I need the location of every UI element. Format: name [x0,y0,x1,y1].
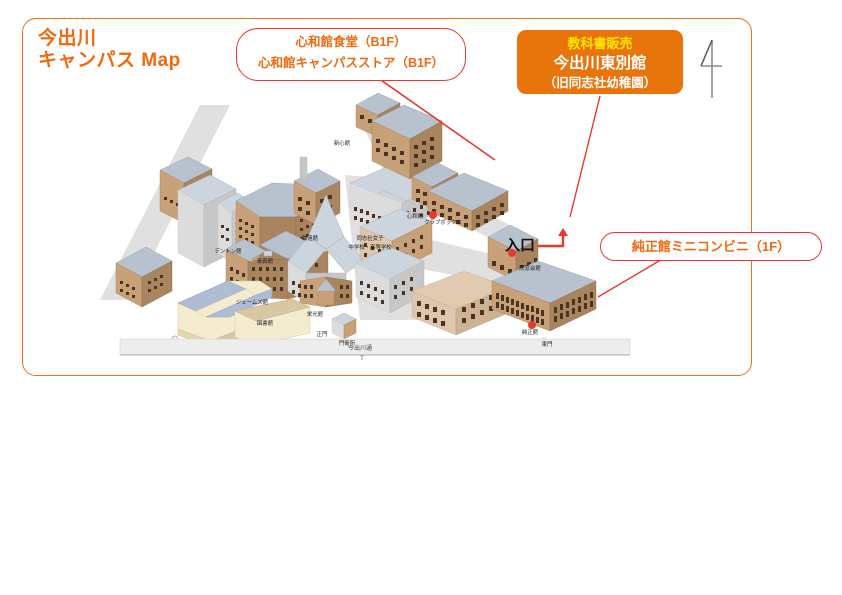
map-label-doshisha-jhs1: 同志社女子 [357,234,385,242]
map-label-main-gate: 正門 [317,331,328,338]
campus-map-illustration: .rf{fill:#b8c2cf;stroke:#8e9aa8;stroke-w… [60,85,700,360]
page-title: 今出川 キャンパス Map [38,28,181,72]
north-arrow-icon [695,38,729,100]
callout-shinwakan-line1: 心和館食堂（B1F） [295,35,407,49]
textbook-sales-label: 教科書販売 [567,36,633,51]
building-eikokan [287,194,365,308]
callout-convenience-label: 純正館ミニコンビニ（1F） [631,239,791,254]
gate-house-building [331,312,357,340]
marker-club-box-icon [429,211,437,219]
callout-shinwakan[interactable]: 心和館食堂（B1F） 心和館キャンパスストア（B1F） [236,28,466,81]
map-label-gate-house: 門衛所 [339,339,356,347]
map-label-shinwakan: 心和館 [407,212,423,220]
marker-dosokai-icon [508,249,516,257]
map-label-shinshinkan: 新心館 [334,139,350,147]
map-label-james: ジェームズ館 [236,298,268,306]
map-label-library: 図書館 [257,319,273,327]
higashi-bekkan-former-name: （旧同志社幼稚園） [543,76,657,90]
map-label-denton: デントン館 [215,247,242,255]
map-label-dosokai: 同窓会館 [519,264,541,272]
road-imadegawa [119,338,631,356]
building-junseikan [491,260,597,332]
map-markers [429,211,536,329]
page-title-line1: 今出川 [38,28,97,49]
map-label-rakuyukan: 楽真館 [257,257,273,265]
map-label-road: 今出川通 [348,344,372,352]
map-label-east-gate: 東門 [542,340,553,348]
marker-junseikan-icon [528,321,536,329]
map-label-eikokan: 栄光館 [307,310,323,318]
map-label-junseikan: 純正館 [522,328,538,336]
building-block-1 [115,246,173,308]
page-title-line2: キャンパス Map [38,50,181,71]
entrance-arrow-icon [538,228,568,248]
map-label-club-box: クラブボックス [424,218,462,226]
map-label-doshisha-jhs2: 中学校・高等学校 [348,243,392,251]
callout-shinwakan-line2: 心和館キャンパスストア（B1F） [257,56,445,70]
callout-textbook-sales[interactable]: 教科書販売 今出川東別館 （旧同志社幼稚園） [517,30,683,94]
callout-convenience-store[interactable]: 純正館ミニコンビニ（1F） [600,232,822,261]
map-label-chiunkan: 致遠館 [302,234,318,242]
entrance-label: 入口 [505,237,536,254]
higashi-bekkan-name: 今出川東別館 [553,55,647,72]
building-shinwakan [411,162,509,232]
